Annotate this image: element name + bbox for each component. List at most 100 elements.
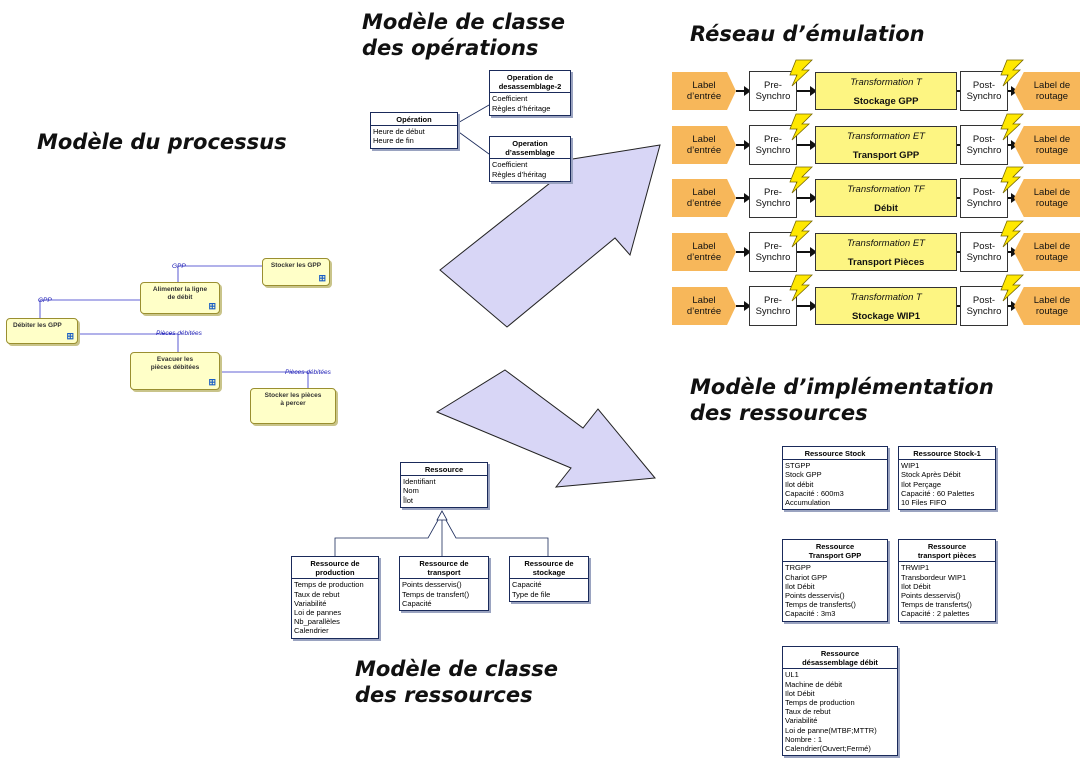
attr: Points desservis() <box>785 591 845 601</box>
title-line: Operation <box>512 139 548 148</box>
attr: Stock Après Débit <box>901 470 961 480</box>
attr: Heure de début <box>373 127 425 137</box>
class-storage-attrs: Capacité Type de file <box>510 579 588 600</box>
flow-label-pieces-2: Pièces débitées <box>285 369 331 376</box>
title-line: Ressource de <box>310 559 360 568</box>
text: Synchro <box>755 198 791 209</box>
attr: 10 Files FIFO <box>901 498 947 508</box>
attr: Loi de panne(MTBF;MTTR) <box>785 725 877 735</box>
node-label: Alimenter la ligne de débit <box>141 283 219 302</box>
attr: Ilot débit <box>785 479 814 489</box>
heading-operations-line2: des opérations <box>362 36 539 60</box>
pre-synchro-box: Pre-Synchro <box>749 232 797 272</box>
process-node-stocker-pieces: Stocker les pièces à percer <box>250 388 336 424</box>
impl-stock-attrs: STGPP Stock GPP Ilot débit Capacité : 60… <box>783 460 887 509</box>
heading-impl-line1: Modèle d’implémentation <box>690 375 994 399</box>
title-line: stockage <box>532 568 566 578</box>
flow-arrow <box>797 140 817 150</box>
text: Label de <box>1033 80 1071 91</box>
post-synchro-box: Post-Synchro <box>960 71 1008 111</box>
text: Pre- <box>764 134 782 145</box>
impl-stock-1-title: Ressource Stock-1 <box>899 447 995 461</box>
heading-resource-class-line2: des ressources <box>355 683 533 707</box>
attr: Identifiant <box>403 477 436 487</box>
title-line: desassemblage-2 <box>498 82 562 92</box>
flow-arrow <box>797 247 817 257</box>
transformation-type: Transformation T <box>850 292 922 303</box>
class-transport-title: Ressource de transport <box>400 557 488 580</box>
process-node-evacuer: Evacuer les pièces débitées ⊞ <box>130 352 220 390</box>
text: Label de <box>1033 134 1071 145</box>
attr: Loi de pannes <box>294 608 342 618</box>
title-line: Ressource de <box>524 559 574 568</box>
text: d’entrée <box>686 91 722 102</box>
pre-synchro-box: Pre-Synchro <box>749 178 797 218</box>
transformation-name: Transport GPP <box>852 150 920 161</box>
flow-label-gpp-1: GPP <box>172 263 186 270</box>
class-ressource-title: Ressource <box>401 463 487 477</box>
text: Pre- <box>764 241 782 252</box>
pre-synchro-box: Pre-Synchro <box>749 71 797 111</box>
label-line: Alimenter la ligne <box>152 286 208 293</box>
pre-synchro-box: Pre-Synchro <box>749 286 797 326</box>
class-assembly-operation: Operation d’assemblage Coefficient Règle… <box>489 136 571 182</box>
attr: Temps de transfert() <box>402 589 470 599</box>
heading-resource-class-line1: Modèle de classe <box>355 657 558 681</box>
process-flow-lines <box>39 265 309 388</box>
attr: Accumulation <box>785 498 831 508</box>
flow-arrow <box>797 301 817 311</box>
process-node-debiter: Débiter les GPP ⊞ <box>6 318 78 344</box>
transformation-name: Stockage WIP1 <box>851 311 921 322</box>
title-line: Operation de <box>506 73 554 82</box>
text: Pre- <box>764 80 782 91</box>
flow-label-pieces-1: Pièces débitées <box>156 330 202 337</box>
attr: Temps de production <box>785 698 855 708</box>
title-line: Ressource <box>927 542 967 551</box>
attr: Ilot Débit <box>785 581 815 591</box>
text: Label de <box>1033 295 1071 306</box>
attr: Stock GPP <box>785 470 822 480</box>
text: Synchro <box>966 91 1002 102</box>
heading-operations-line1: Modèle de classe <box>362 10 565 34</box>
attr: Chariot GPP <box>785 572 828 582</box>
class-transport-resource: Ressource de transport Points desservis(… <box>399 556 489 612</box>
text: Synchro <box>966 198 1002 209</box>
attr: Ilot Perçage <box>901 479 942 489</box>
flow-arrow <box>736 86 751 96</box>
text: Pre- <box>764 187 782 198</box>
text: d’entrée <box>686 145 722 156</box>
node-label: Débiter les GPP <box>13 322 62 329</box>
text: Label de <box>1033 241 1071 252</box>
class-operation: Opération Heure de début Heure de fin <box>370 112 458 149</box>
attr: Calendrier <box>294 626 329 636</box>
title-line: d’assemblage <box>505 148 555 158</box>
text: Post- <box>972 80 996 91</box>
text: Post- <box>972 241 996 252</box>
title-line: Ressource <box>820 649 860 658</box>
title-line: production <box>315 568 355 578</box>
heading-implementation-model: Modèle d’implémentation des ressources <box>690 374 994 426</box>
impl-desassemblage-debit: Ressource désassemblage débit UL1 Machin… <box>782 646 898 757</box>
transformation-type: Transformation ET <box>847 238 925 249</box>
post-synchro-box: Post-Synchro <box>960 125 1008 165</box>
attr: Type de file <box>512 589 551 599</box>
attr: Taux de rebut <box>294 589 340 599</box>
attr: Temps de transferts() <box>785 600 856 610</box>
flow-label-gpp-2: GPP <box>38 297 52 304</box>
big-arrow-lower <box>435 369 656 488</box>
attr: Variabilité <box>294 598 327 608</box>
subprocess-icon: ⊞ <box>208 377 216 387</box>
label-line: à percer <box>280 400 306 407</box>
attr: TRGPP <box>785 563 811 573</box>
attr: Nom <box>403 486 419 496</box>
subprocess-icon: ⊞ <box>318 273 326 283</box>
heading-emulation-network: Réseau d’émulation <box>690 22 925 46</box>
text: Synchro <box>966 252 1002 263</box>
process-node-alimenter: Alimenter la ligne de débit ⊞ <box>140 282 220 314</box>
heading-process-model: Modèle du processus <box>37 130 287 154</box>
